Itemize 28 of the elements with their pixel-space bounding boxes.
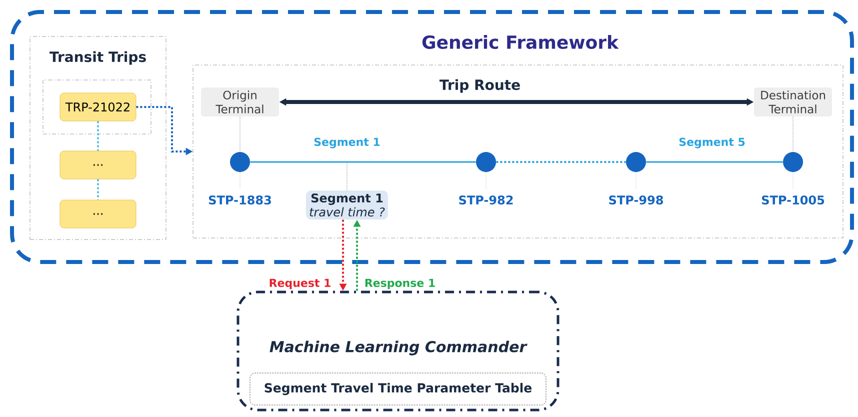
edge-label: Segment 5 <box>678 136 746 150</box>
edge-label: Segment 1 <box>312 136 382 150</box>
connector-line <box>646 161 783 163</box>
connector-line <box>496 161 626 163</box>
stop-label: STP-1005 <box>762 195 824 205</box>
connector-line <box>97 179 99 200</box>
edge-label: Response 1 <box>363 278 437 290</box>
terminal-box: Destination Terminal <box>754 88 832 116</box>
commander-title: Machine Learning Commander <box>270 340 528 356</box>
stop-label: STP-982 <box>459 195 513 205</box>
framework-title: Generic Framework <box>422 35 619 49</box>
stop-label: STP-998 <box>609 195 663 205</box>
segment-box: Segment 1 travel time ? <box>306 190 388 220</box>
table-box: Segment Travel Time Parameter Table <box>250 372 546 406</box>
connector-line <box>792 116 794 152</box>
group-title: Transit Trips <box>50 51 146 65</box>
stop-label: STP-1883 <box>208 195 271 205</box>
edge-label: Trip Route <box>438 78 522 94</box>
trip-box: TRP-21022 <box>60 92 136 122</box>
connector-line <box>250 161 476 163</box>
terminal-box: Origin Terminal <box>201 88 279 116</box>
connector-line <box>97 121 99 151</box>
dashed-box <box>192 64 844 238</box>
trip-box: ... <box>60 150 136 180</box>
edge-label: Request 1 <box>268 278 332 290</box>
dashed-box <box>42 80 152 134</box>
leader-line <box>346 162 348 191</box>
trip-box: ... <box>60 200 136 228</box>
